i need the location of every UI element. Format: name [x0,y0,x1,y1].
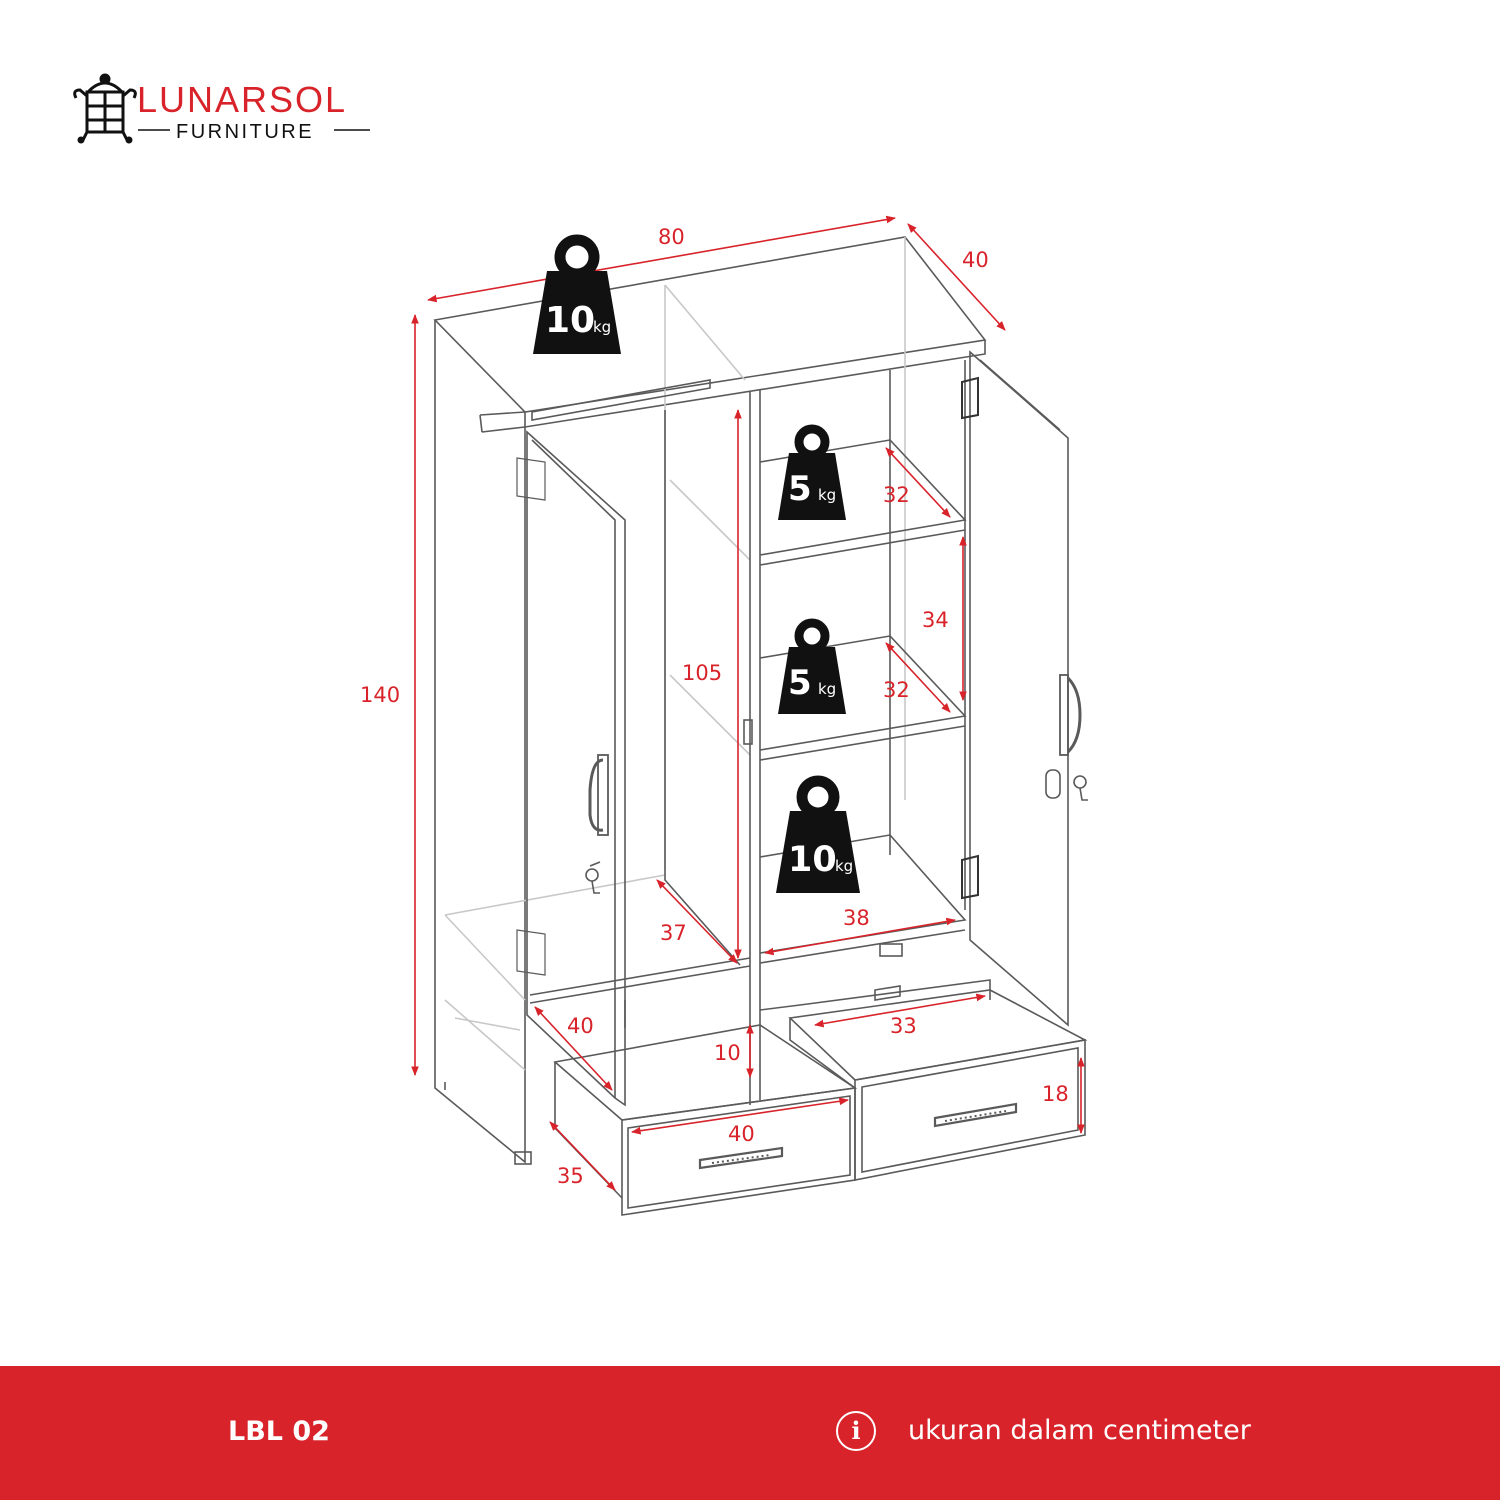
dimension-lines [411,215,1085,1191]
right-door [969,350,1069,1027]
dim-inner-drawer-height-label: 10 [714,1041,741,1065]
model-code: LBL 02 [228,1416,330,1447]
dim-depth-label: 40 [962,248,989,272]
dim-width-line [427,215,896,303]
weight-top-value: 10 [545,300,595,341]
right-drawer-handle [933,1102,1018,1128]
weight-upper-value: 5 [788,469,812,509]
weight-icon-upper-shelf: 5 kg [778,424,846,520]
center-divider [749,390,761,1105]
wardrobe-drawing [433,236,1088,1216]
weight-lower-unit: kg [835,857,853,875]
right-door-lock-icon [1045,769,1088,801]
dim-right-drawer-height-label: 18 [1042,1082,1069,1106]
left-drawer-handle [698,1146,784,1170]
left-door-handle [588,758,604,832]
right-drawer-front [854,1039,1086,1181]
right-door-handle [1066,676,1082,754]
dim-front-drawer-depth-line [549,1121,616,1191]
dim-right-compartment-label: 38 [843,906,870,930]
brand-logo: LUNARSOL FURNITURE [73,73,370,144]
weight-icon-lower-shelf: 10 kg [776,775,860,893]
weight-middle-value: 5 [788,663,812,703]
left-door [526,430,626,1107]
dim-front-drawer-width-line [631,1097,849,1135]
dim-front-drawer-width-label: 40 [728,1122,755,1146]
weight-icon-top: 10 kg [533,234,621,354]
dim-front-drawer-depth-label: 35 [557,1164,584,1188]
dim-shelf-spacing-label: 34 [922,608,949,632]
dim-right-drawer-inner-label: 33 [890,1014,917,1038]
weight-middle-unit: kg [818,680,836,698]
info-icon: i [836,1411,876,1451]
footer-bar: LBL 02 i ukuran dalam centimeter [0,1366,1500,1500]
brand-tagline: FURNITURE [176,121,314,143]
weight-upper-unit: kg [818,486,836,504]
dim-left-lower-label: 40 [567,1014,594,1038]
dim-shelf-depth-middle-label: 32 [883,678,910,702]
hanging-rail [531,379,711,421]
dim-right-drawer-inner-line [814,993,986,1028]
left-door-lock-icon [585,861,601,894]
dim-shelf-depth-upper-line [885,447,951,518]
left-drawer-front [621,1087,856,1216]
dim-depth-line [907,223,1006,331]
dim-height-label: 140 [360,683,400,707]
weight-lower-value: 10 [788,840,837,880]
dim-inner-height-label: 105 [682,661,722,685]
units-note: ukuran dalam centimeter [908,1415,1251,1446]
dim-shelf-depth-upper-label: 32 [883,483,910,507]
brand-name: LUNARSOL [137,79,347,120]
left-side-panel [434,320,526,1164]
dim-width-label: 80 [658,225,685,249]
dim-right-compartment-line [764,917,956,956]
weight-icon-middle-shelf: 5 kg [778,618,846,714]
dim-shelf-depth-middle-line [885,642,951,713]
dim-left-compartment-label: 37 [660,921,687,945]
throne-chair-icon [73,73,137,144]
weight-top-unit: kg [593,318,611,336]
dim-left-lower-line [534,1006,613,1091]
dim-left-compartment-line [656,879,738,964]
